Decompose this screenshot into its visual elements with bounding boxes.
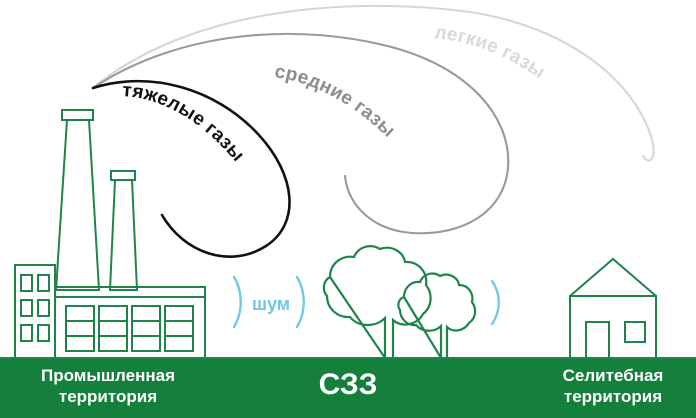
plume-medium-outline xyxy=(91,32,510,235)
plume-light-outline xyxy=(91,4,655,162)
tall-chimney-icon xyxy=(54,109,101,291)
zone-label-residential-line2: территория xyxy=(564,387,662,406)
zone-label-residential-line1: Селитебная xyxy=(563,366,664,385)
zone-band xyxy=(0,359,696,418)
plume-label-light: легкие газы xyxy=(433,22,549,83)
plume-heavy-gases xyxy=(91,79,291,258)
plume-label-medium: средние газы xyxy=(273,61,399,141)
zone-label-industrial-line1: Промышленная xyxy=(41,366,175,385)
noise-arc-far-right xyxy=(490,279,500,326)
noise-arc-right xyxy=(295,275,305,329)
tree-small-icon xyxy=(397,272,477,362)
house-icon xyxy=(569,257,657,359)
plume-label-light-text: легкие газы xyxy=(433,22,548,83)
plume-label-medium-text: средние газы xyxy=(273,61,399,141)
plume-medium-gases xyxy=(91,32,510,235)
zone-label-szz: СЗЗ xyxy=(319,368,378,401)
noise-label: шум xyxy=(252,294,290,314)
factory-tower xyxy=(14,264,56,359)
noise-arc-left xyxy=(232,275,242,329)
noise-group: шум xyxy=(232,275,500,329)
zone-label-industrial-line2: территория xyxy=(59,387,157,406)
factory-hall xyxy=(54,286,206,359)
plume-label-heavy-text: тяжелые газы xyxy=(122,80,248,166)
tree-large-icon xyxy=(322,245,432,362)
plume-light-gases xyxy=(91,4,655,162)
plume-heavy-outline xyxy=(91,79,291,258)
plume-label-heavy: тяжелые газы xyxy=(122,80,249,166)
short-chimney-icon xyxy=(108,170,139,291)
factory-icon xyxy=(14,109,206,359)
